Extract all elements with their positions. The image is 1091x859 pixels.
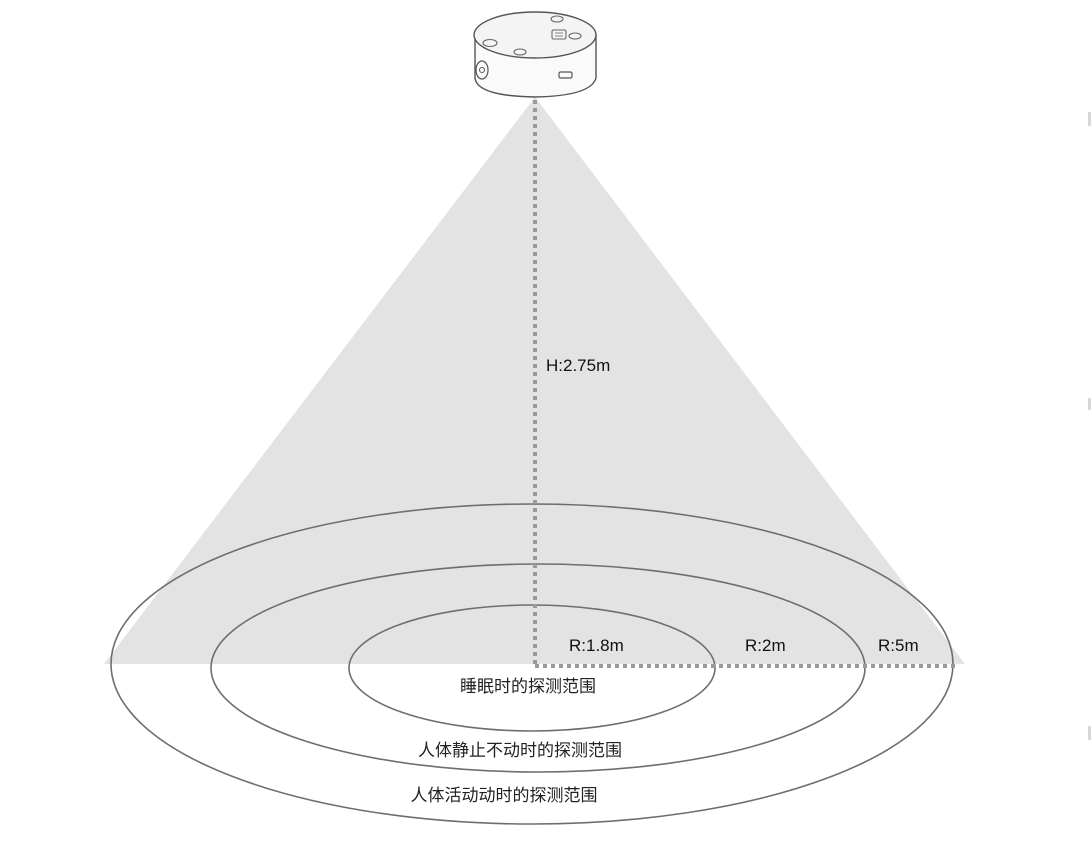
middle-range-description: 人体静止不动时的探测范围 xyxy=(418,741,622,761)
inner-range-description: 睡眠时的探测范围 xyxy=(460,677,596,697)
outer-range-description: 人体活动动时的探测范围 xyxy=(411,786,598,806)
edge-mark xyxy=(1088,398,1091,410)
ceiling-radar-sensor-icon xyxy=(473,11,597,98)
outer-radius-label: R:5m xyxy=(878,636,919,655)
inner-radius-label: R:1.8m xyxy=(569,636,624,655)
edge-mark xyxy=(1088,726,1091,740)
middle-radius-label: R:2m xyxy=(745,636,786,655)
edge-mark xyxy=(1088,112,1091,126)
height-label: H:2.75m xyxy=(546,356,610,375)
